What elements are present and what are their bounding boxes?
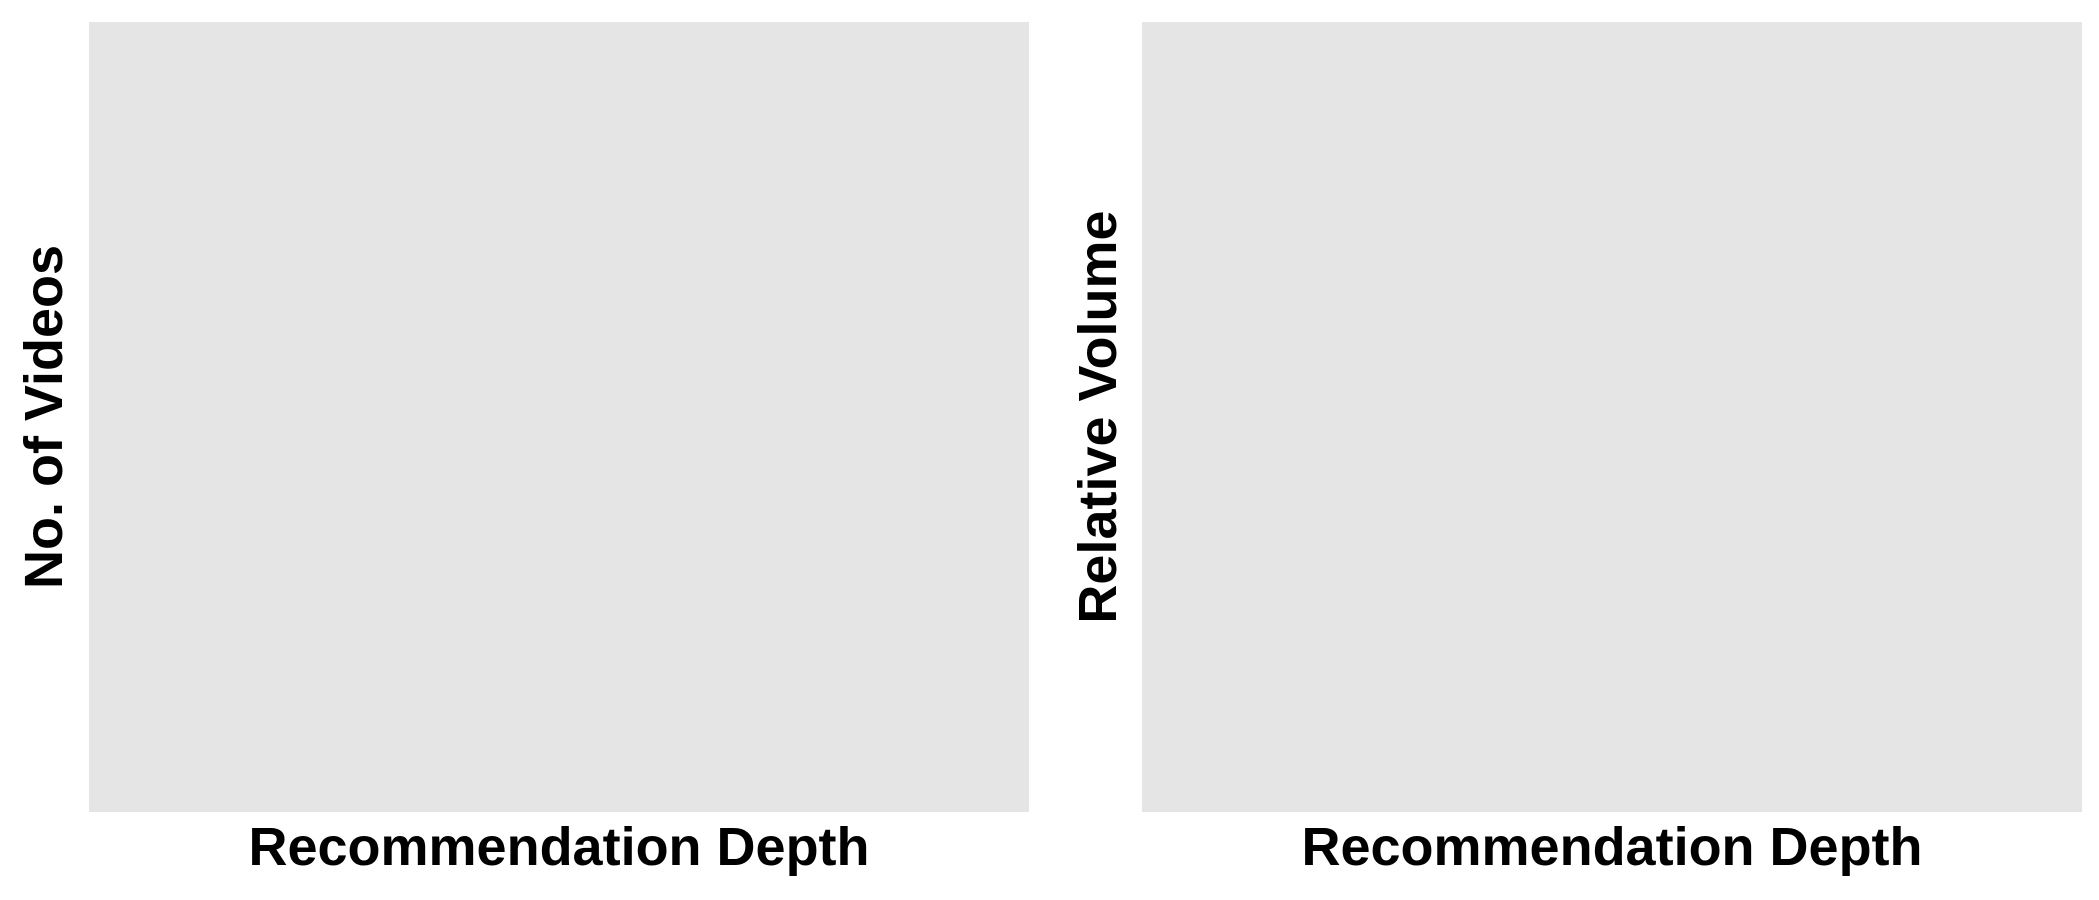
y-axis-label: No. of Videos: [14, 244, 74, 590]
x-axis-label: Recommendation Depth: [248, 817, 870, 877]
x-axis-label: Recommendation Depth: [1301, 817, 1923, 877]
plot-area: [89, 22, 1029, 812]
chart-panel-videos: No. of Videos Recommendation Depth: [14, 22, 1029, 877]
plot-area: [1142, 22, 2082, 812]
y-axis-label: Relative Volume: [1068, 210, 1128, 624]
chart-panel-relative-volume: Relative Volume Recommendation Depth: [1050, 0, 2099, 900]
